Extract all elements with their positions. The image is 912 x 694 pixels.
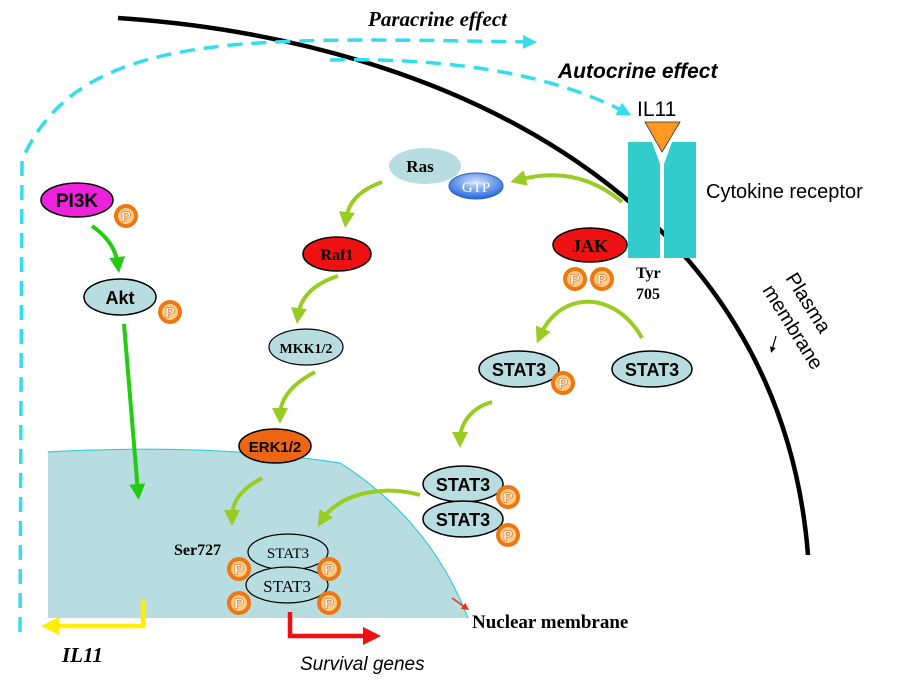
survival-genes-arrow (287, 612, 381, 645)
phospho-highlight-icon (500, 489, 516, 505)
ras-node (389, 148, 461, 184)
erk-node (238, 428, 312, 464)
plasma-pointer-arrow (769, 335, 777, 353)
arrow-stat3-to-dimer (452, 400, 493, 448)
paracrine-arrow (18, 34, 537, 633)
phospho-highlight-icon (567, 271, 583, 287)
arrow-mkk-to-erk (272, 370, 316, 424)
phospho-label: P (121, 209, 131, 226)
pi3k-node (40, 182, 114, 218)
phospho-stat3-nuclear-4-badge: P (317, 591, 341, 615)
phospho-stat3-nuclear-3-badge: P (227, 591, 251, 615)
autocrine-label: Autocrine effect (557, 60, 718, 83)
phospho-stat3-dimer-bottom-badge: P (496, 523, 520, 547)
phospho-label: P (165, 305, 175, 322)
arrow-pi3k-to-akt (90, 224, 126, 273)
phospho-highlight-icon (162, 304, 178, 320)
arrow-stat3-phosphorylation (535, 299, 644, 344)
phospho-highlight-icon (231, 561, 247, 577)
jak-label: JAK (572, 236, 608, 256)
arrow-erk-to-nuclear-stat3 (224, 476, 263, 526)
erk-label: ERK1/2 (249, 439, 302, 456)
cytokine-receptor-left-chain (628, 142, 660, 258)
phospho-jak-2-badge: P (590, 267, 614, 291)
arrow-akt-to-nucleus (122, 323, 146, 500)
stat3-nuclear-top-label: STAT3 (267, 546, 309, 562)
mkk-label: MKK1/2 (280, 342, 333, 357)
survival-genes-label: Survival genes (300, 654, 425, 675)
phospho-label: P (558, 376, 568, 393)
raf1-label: Raf1 (321, 247, 354, 264)
cytokine-receptor-right-chain (664, 142, 696, 258)
phospho-pi3k-badge: P (114, 204, 138, 228)
phospho-highlight-icon (555, 375, 571, 391)
nucleus (48, 449, 468, 618)
il11-ligand-label: IL11 (637, 98, 676, 121)
phospho-stat3-nuclear-2-badge: P (317, 557, 341, 581)
arrow-ras-to-raf1 (338, 180, 383, 228)
phospho-label: P (570, 272, 580, 289)
phospho-stat3-nuclear-1-badge: P (227, 557, 251, 581)
arrow-dimer-to-nucleus (317, 488, 421, 527)
phospho-stat3-phospho-badge: P (551, 371, 575, 395)
tyr-label: Tyr (636, 265, 661, 282)
phospho-label: P (234, 562, 244, 579)
akt-label: Akt (105, 288, 134, 308)
phospho-label: P (324, 562, 334, 579)
phospho-highlight-icon (231, 595, 247, 611)
arrow-receptor-to-gtp (510, 170, 624, 204)
phospho-akt-badge: P (158, 300, 182, 324)
nuclear-membrane-pointer (451, 597, 470, 611)
phospho-highlight-icon (321, 595, 337, 611)
stat3-dimer-bottom-label: STAT3 (436, 510, 490, 530)
phospho-highlight-icon (500, 527, 516, 543)
stat3-phospho-node (478, 350, 560, 388)
arrow-raf1-to-mkk (291, 274, 339, 324)
stat3-dimer-top-label: STAT3 (436, 475, 490, 495)
phospho-label: P (324, 596, 334, 613)
phospho-stat3-dimer-top-badge: P (496, 485, 520, 509)
pi3k-label: PI3K (56, 191, 99, 212)
stat3-dimer-bottom-node (422, 500, 504, 538)
raf1-node (302, 236, 372, 272)
autocrine-arrow (329, 58, 632, 116)
il11-output-label: IL11 (61, 643, 103, 667)
nuclear-membrane-edge (47, 448, 469, 619)
stat3-phospho-label: STAT3 (492, 360, 546, 380)
phospho-label: P (503, 490, 513, 507)
phospho-highlight-icon (594, 271, 610, 287)
paracrine-label: Paracrine effect (367, 7, 508, 31)
stat3-nuclear-bottom-node (245, 566, 329, 604)
plasma-membrane (117, 15, 811, 556)
gtp-label: GTP (462, 180, 490, 196)
jak-node (552, 227, 628, 263)
gtp-node (448, 172, 504, 200)
ser727-label: Ser727 (174, 542, 221, 559)
nuclear-membrane-label: Nuclear membrane (472, 612, 628, 633)
ras-label: Ras (406, 157, 434, 176)
il11-output-arrow (41, 600, 146, 635)
phospho-label: P (503, 528, 513, 545)
tyr-number-label: 705 (636, 286, 660, 303)
phospho-highlight-icon (118, 208, 134, 224)
phospho-highlight-icon (321, 561, 337, 577)
phospho-jak-1-badge: P (563, 267, 587, 291)
mkk-node (268, 328, 344, 366)
stat3-nuclear-bottom-label: STAT3 (263, 577, 311, 596)
il11-ligand-triangle-icon (644, 121, 681, 153)
cytokine-receptor-label: Cytokine receptor (706, 181, 863, 203)
akt-node (83, 278, 157, 316)
phospho-label: P (597, 272, 607, 289)
stat3-free-label: STAT3 (625, 360, 679, 380)
phospho-label: P (234, 596, 244, 613)
stat3-free-node (611, 350, 693, 388)
